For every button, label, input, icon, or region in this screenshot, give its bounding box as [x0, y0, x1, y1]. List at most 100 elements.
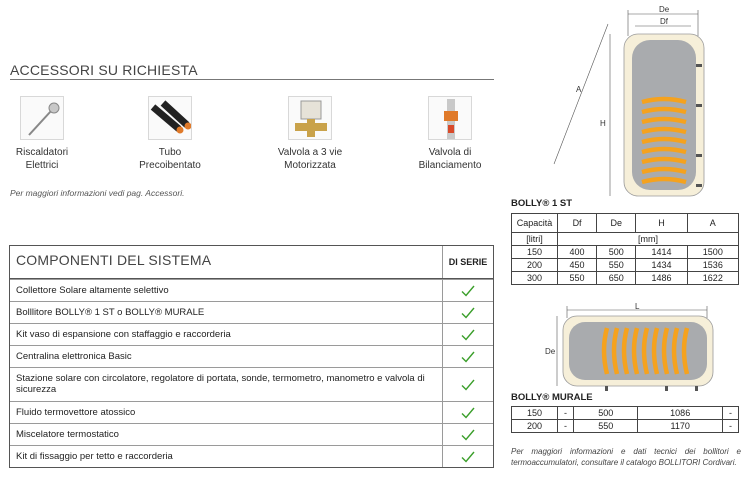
table-cell: 550: [596, 258, 637, 272]
table-cell: 450: [556, 258, 598, 272]
bolly-1st-diagram: De Df A H: [553, 5, 705, 197]
table-cell: 400: [556, 245, 598, 259]
column-header: Capacità: [511, 213, 558, 233]
table-cell: -: [721, 406, 740, 420]
accessory-label-line1: Valvola di: [428, 147, 472, 158]
checkmark-icon: [443, 446, 493, 467]
checkmark-icon: [443, 302, 493, 323]
table-cell: 1536: [686, 258, 740, 272]
accessory-label-line2: Bilanciamento: [418, 160, 482, 171]
table-cell: 500: [573, 406, 639, 420]
de-label: De: [659, 5, 670, 14]
table-row: 150 - 500 1086 -: [511, 406, 740, 420]
preinsulated-pipe-icon: [148, 96, 192, 140]
table-row: Miscelatore termostatico: [10, 423, 493, 445]
component-name: Stazione solare con circolatore, regolat…: [10, 368, 443, 401]
table-row: Collettore Solare altamente selettivo: [10, 279, 493, 301]
table-row: 150 400 500 1414 1500: [511, 245, 740, 259]
table-cell: 1086: [637, 406, 723, 420]
bolly-murale-diagram: L De: [545, 302, 714, 391]
checkmark-icon: [443, 346, 493, 367]
accessory-label-line2: Elettrici: [25, 160, 59, 171]
accessory-label-line1: Tubo: [158, 147, 182, 158]
components-header-row: COMPONENTI DEL SISTEMA DI SERIE: [10, 246, 493, 279]
bolly-murale-title: BOLLY® MURALE: [511, 392, 593, 403]
table-cell: 150: [511, 245, 558, 259]
accessory-label-line1: Riscaldatori: [15, 147, 69, 158]
l-label: L: [635, 302, 640, 311]
accessories-title: ACCESSORI SU RICHIESTA: [10, 62, 198, 78]
column-header: De: [596, 213, 637, 233]
heat-exchanger-coil: [601, 327, 690, 375]
three-way-valve-icon: [288, 96, 332, 140]
specs-note: Per maggiori informazioni e dati tecnici…: [511, 447, 741, 467]
column-header: A: [686, 213, 740, 233]
checkmark-icon: [443, 324, 493, 345]
checkmark-icon: [443, 402, 493, 423]
component-name: Kit di fissaggio per tetto e raccorderia: [10, 446, 443, 467]
table-cell: 1434: [635, 258, 688, 272]
table-cell: 1486: [635, 271, 688, 285]
checkmark-icon: [443, 280, 493, 301]
column-header: H: [635, 213, 688, 233]
accessory-three-way-valve: Valvola a 3 vie Motorizzata: [245, 96, 375, 172]
table-row: Kit di fissaggio per tetto e raccorderia: [10, 445, 493, 467]
component-name: Kit vaso di espansione con staffaggio e …: [10, 324, 443, 345]
table-cell: -: [556, 419, 575, 433]
component-name: Centralina elettronica Basic: [10, 346, 443, 367]
table-cell: 650: [596, 271, 637, 285]
table-cell: 150: [511, 406, 558, 420]
included-column-header: DI SERIE: [448, 257, 488, 267]
table-row: Centralina elettronica Basic: [10, 345, 493, 367]
accessory-electric-heater: Riscaldatori Elettrici: [0, 96, 107, 172]
accessory-label-line2: Precoibentato: [139, 160, 201, 171]
checkmark-icon: [443, 424, 493, 445]
bolly-1st-table: Capacità Df De H A [litri] [mm] 150 400 …: [511, 213, 740, 285]
components-title: COMPONENTI DEL SISTEMA: [10, 246, 443, 278]
accessories-divider: [10, 79, 494, 80]
table-cell: -: [721, 419, 740, 433]
de-label: De: [545, 347, 556, 356]
table-cell: 500: [596, 245, 637, 259]
accessory-balancing-valve: Valvola di Bilanciamento: [385, 96, 515, 172]
table-cell: 1622: [686, 271, 740, 285]
units-row: [litri] [mm]: [511, 232, 739, 246]
table-cell: 550: [573, 419, 639, 433]
accessories-note: Per maggiori informazioni vedi pag. Acce…: [10, 188, 185, 198]
heat-exchanger-coil: [641, 96, 687, 185]
table-cell: 1500: [686, 245, 740, 259]
table-cell: 1414: [635, 245, 688, 259]
table-cell: 300: [511, 271, 558, 285]
table-cell: -: [556, 406, 575, 420]
component-name: Bolllitore BOLLY® 1 ST o BOLLY® MURALE: [10, 302, 443, 323]
table-cell: 1170: [637, 419, 723, 433]
unit-cell: [mm]: [557, 232, 739, 246]
component-name: Fluido termovettore atossico: [10, 402, 443, 423]
table-header-row: Capacità Df De H A: [511, 213, 740, 233]
table-row: Fluido termovettore atossico: [10, 401, 493, 423]
accessory-label-line1: Valvola a 3 vie: [277, 147, 343, 158]
table-cell: 200: [511, 419, 558, 433]
table-cell: 200: [511, 258, 558, 272]
a-label: A: [576, 85, 582, 94]
accessory-label-line2: Motorizzata: [284, 160, 336, 171]
unit-cell: [litri]: [511, 232, 558, 246]
h-label: H: [600, 119, 606, 128]
accessory-preinsulated-pipe: Tubo Precoibentato: [105, 96, 235, 172]
component-name: Collettore Solare altamente selettivo: [10, 280, 443, 301]
checkmark-icon: [443, 368, 493, 401]
table-row: Bolllitore BOLLY® 1 ST o BOLLY® MURALE: [10, 301, 493, 323]
table-row: 300 550 650 1486 1622: [511, 271, 740, 285]
electric-heater-icon: [20, 96, 64, 140]
table-row: 200 - 550 1170 -: [511, 419, 740, 433]
component-name: Miscelatore termostatico: [10, 424, 443, 445]
components-table: COMPONENTI DEL SISTEMA DI SERIE Colletto…: [9, 245, 494, 468]
table-row: Kit vaso di espansione con staffaggio e …: [10, 323, 493, 345]
df-label: Df: [660, 17, 669, 26]
table-cell: 550: [556, 271, 598, 285]
table-row: 200 450 550 1434 1536: [511, 258, 740, 272]
column-header: Df: [556, 213, 598, 233]
table-row: Stazione solare con circolatore, regolat…: [10, 367, 493, 401]
balancing-valve-icon: [428, 96, 472, 140]
bolly-1st-title: BOLLY® 1 ST: [511, 198, 573, 209]
